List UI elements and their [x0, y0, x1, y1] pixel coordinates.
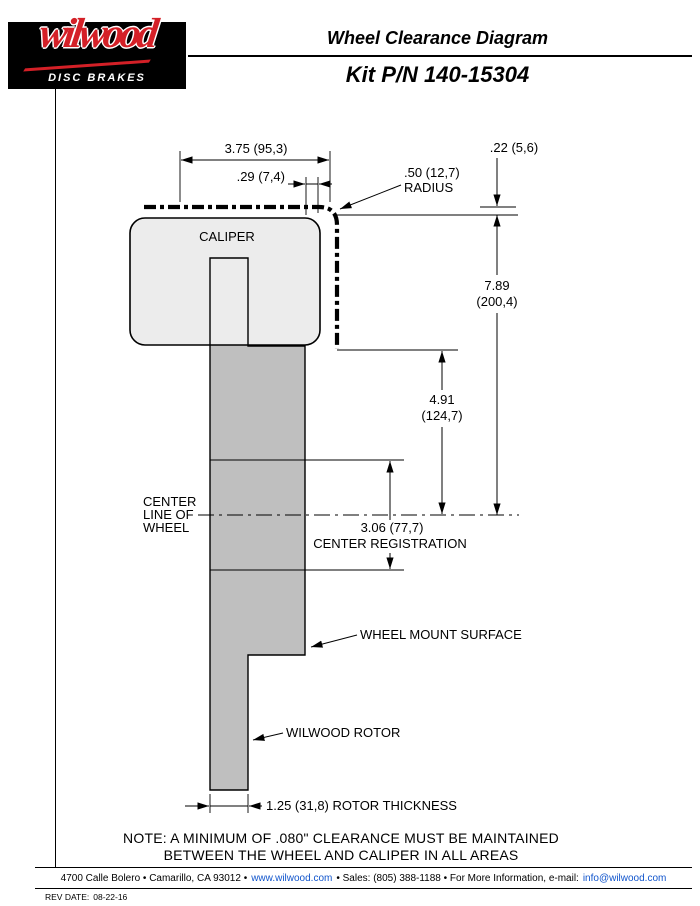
dim-radius-label: RADIUS [404, 180, 453, 195]
footer-sales: • Sales: (805) 388-1188 • For More Infor… [336, 873, 579, 884]
page-title: Wheel Clearance Diagram [326, 28, 549, 48]
dim-radius-leader [339, 184, 402, 210]
wilwood-logo-tagline: DISC BRAKES [48, 72, 146, 84]
rev-date: REV DATE:08-22-16 [45, 892, 131, 902]
rotor-leader [252, 732, 284, 741]
caliper-label: CALIPER [199, 229, 255, 244]
caliper-shape [129, 217, 321, 346]
footer-contact-line: 4700 Calle Bolero • Camarillo, CA 93012 … [35, 873, 692, 884]
dim-rotor-thickness-text: 1.25 (31,8) ROTOR THICKNESS [266, 798, 457, 813]
centerline-label-2: LINE OF [143, 507, 194, 522]
dim-registration-textbg [312, 520, 470, 553]
rev-date-label: REV DATE: [45, 892, 90, 902]
wilwood-rotor-label: WILWOOD ROTOR [286, 725, 400, 740]
rotor-column-outline [209, 257, 249, 345]
dim-total-height-mm: (200,4) [476, 294, 517, 309]
dim-total-height-value: 7.89 [484, 278, 509, 293]
dim-offset-text: .29 (7,4) [237, 169, 285, 184]
note-line-2: BETWEEN THE WHEEL AND CALIPER IN ALL ARE… [164, 847, 519, 863]
dim-width-text: 3.75 (95,3) [225, 141, 288, 156]
footer-email-link[interactable]: info@wilwood.com [582, 873, 667, 884]
dim-topgap-text: .22 (5,6) [490, 140, 538, 155]
dim-radius-value: .50 (12,7) [404, 165, 460, 180]
footer-website-link[interactable]: www.wilwood.com [251, 873, 333, 884]
centerline-label-3: WHEEL [143, 520, 189, 535]
footer-address: 4700 Calle Bolero • Camarillo, CA 93012 … [60, 873, 248, 884]
footer-bottom-rule [35, 888, 692, 889]
wilwood-logo: wilwood DISC BRAKES [8, 11, 186, 89]
wheel-mount-surface-label: WHEEL MOUNT SURFACE [360, 627, 522, 642]
dim-registration-value: 3.06 (77,7) [361, 520, 424, 535]
wheel-mount-leader [310, 634, 358, 648]
dim-mid-height-textbg [417, 390, 467, 427]
dim-mid-height-mm: (124,7) [421, 408, 462, 423]
left-page-rule [55, 89, 56, 867]
wheel-clearance-envelope [144, 204, 340, 349]
header-divider [188, 55, 692, 57]
rev-date-value: 08-22-16 [93, 892, 128, 902]
kit-number: Kit P/N 140-15304 [345, 62, 530, 87]
dim-mid-height-value: 4.91 [429, 392, 454, 407]
dim-total-height-textbg [471, 275, 523, 313]
note-line-1: NOTE: A MINIMUM OF .080" CLEARANCE MUST … [123, 830, 559, 846]
centerline-label-1: CENTER [143, 494, 196, 509]
footer-top-rule [35, 867, 692, 868]
dim-registration-label: CENTER REGISTRATION [313, 536, 467, 551]
